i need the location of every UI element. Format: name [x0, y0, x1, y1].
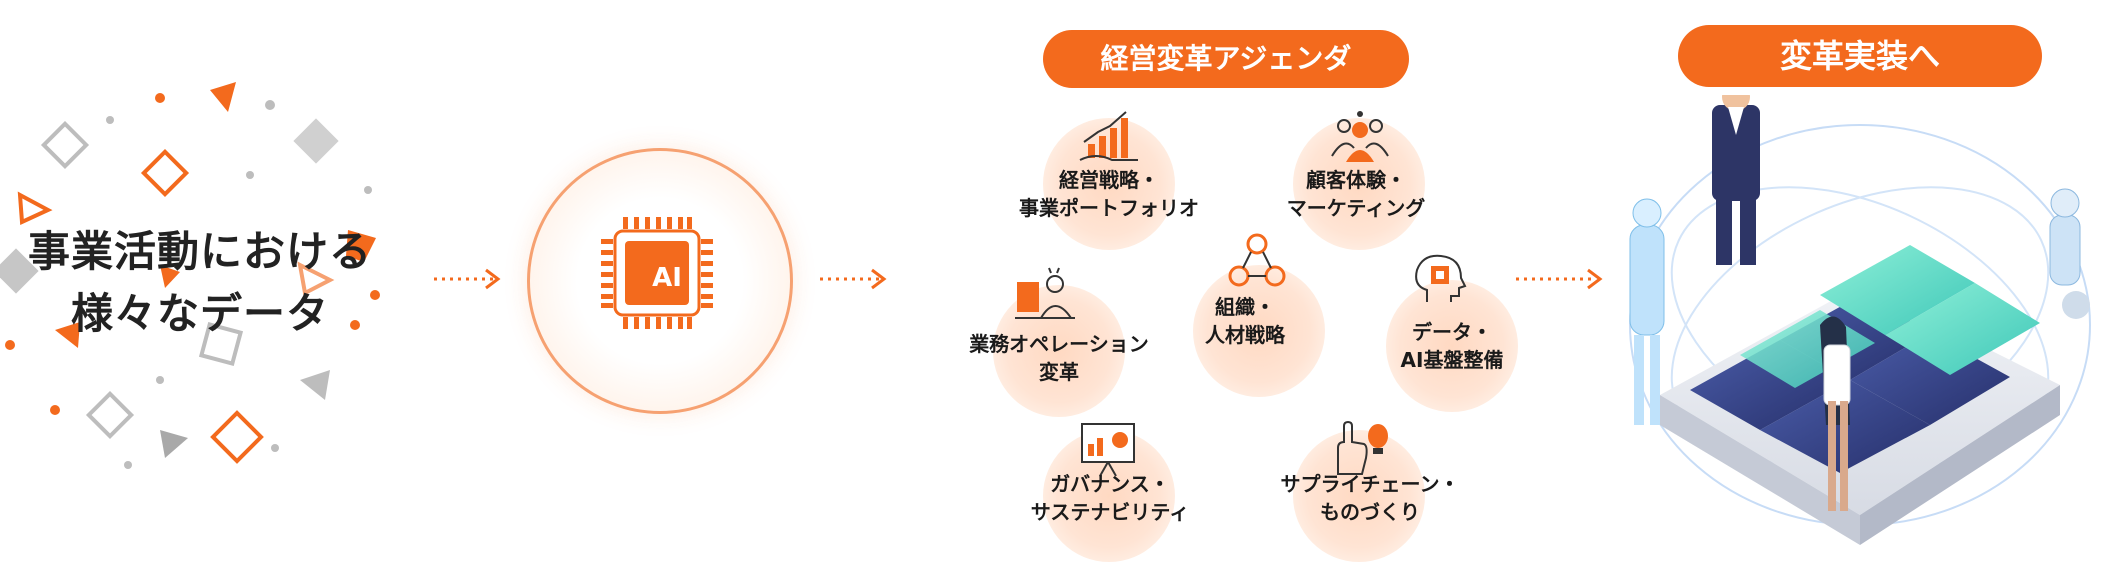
dot-shape: [106, 116, 114, 124]
dot-shape: [271, 444, 279, 452]
agenda-item-label: 組織・ 人材戦略: [1205, 295, 1285, 347]
grey-triangle-shape: [160, 430, 188, 458]
data-label-line2: 様々なデータ: [70, 289, 329, 338]
idea-hand-icon: [1337, 420, 1388, 475]
dot-shape: [50, 405, 60, 415]
data-label-line1: 事業活動における: [27, 227, 372, 276]
orange-triangle-shape: [297, 261, 335, 297]
dot-shape: [364, 186, 372, 194]
presentation-board-icon: [1081, 423, 1135, 477]
office-worker-icon: [1015, 267, 1075, 319]
orange-triangle-shape: [17, 191, 53, 226]
growth-chart-icon: [1079, 111, 1138, 161]
agenda-item-bg: [1293, 430, 1425, 562]
dotted-arrow-icon: [820, 268, 887, 290]
dotted-arrow-icon: [434, 268, 501, 290]
orange-triangle-shape: [346, 230, 376, 262]
grey-square-shape: [40, 120, 90, 170]
implementation-header: 変革実装へ: [1678, 25, 2042, 87]
dot-shape: [155, 93, 165, 103]
dotted-arrow-icon: [1516, 268, 1603, 290]
data-shapes-scatter: [0, 82, 380, 469]
orange-square-shape: [210, 410, 264, 464]
dot-shape: [5, 340, 15, 350]
orange-square-shape: [140, 148, 190, 198]
agenda-item-label: 業務オペレーション 変革: [969, 332, 1149, 384]
grey-square-shape: [293, 118, 339, 164]
ai-brain-icon: [1415, 254, 1467, 302]
dot-shape: [156, 376, 164, 384]
dot-shape: [350, 320, 360, 330]
agenda-item-bg: [1193, 265, 1325, 397]
agenda-item-label: 経営戦略・ 事業ポートフォリオ: [1019, 168, 1199, 220]
dot-shape: [246, 171, 254, 179]
agenda-header: 経営変革アジェンダ: [1043, 30, 1409, 88]
orange-triangle-shape: [210, 82, 236, 112]
ai-chip-label: AI: [652, 263, 682, 293]
dot-shape: [124, 461, 132, 469]
customer-group-icon: [1331, 111, 1389, 162]
org-network-icon: [1228, 233, 1286, 287]
agenda-item-bg: [1293, 118, 1425, 250]
dot-shape: [265, 100, 275, 110]
orange-triangle-shape: [160, 265, 180, 288]
grey-triangle-shape: [300, 370, 330, 400]
agenda-item-label: 顧客体験・ マーケティング: [1286, 168, 1426, 220]
agenda-item-label: サプライチェーン・ ものづくり: [1280, 472, 1460, 524]
orange-triangle-shape: [55, 322, 80, 348]
dot-shape: [370, 290, 380, 300]
agenda-item-bg: [1043, 118, 1175, 250]
agenda-item-label: ガバナンス・ サステナビリティ: [1030, 472, 1190, 524]
grey-square-shape: [198, 321, 244, 367]
business-transformation-illustration: [1629, 95, 2091, 545]
agenda-item-label: データ・ AI基盤整備: [1400, 320, 1504, 372]
ai-chip-icon: [601, 217, 713, 329]
grey-square-shape: [85, 390, 135, 440]
